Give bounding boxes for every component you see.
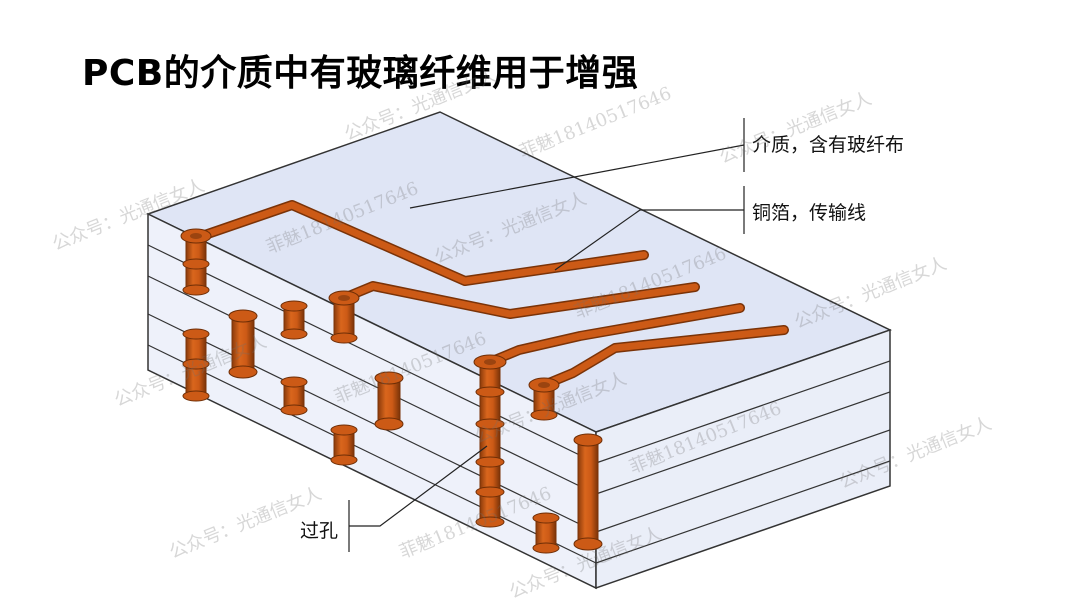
- leader-via: [349, 445, 488, 527]
- slide-title: PCB的介质中有玻璃纤维用于增强: [82, 53, 639, 94]
- leader-copper: [554, 209, 744, 271]
- leader-dielectric: [409, 144, 745, 209]
- via-c: [280, 300, 308, 416]
- label-dielectric: 介质，含有玻纤布: [752, 134, 905, 156]
- via-e: [374, 371, 404, 431]
- vias: [180, 228, 603, 554]
- via-g: [528, 377, 560, 554]
- copper-traces: [191, 200, 789, 390]
- via-f: [473, 354, 507, 528]
- via-h: [573, 433, 603, 551]
- via-b: [228, 309, 258, 379]
- dielectric-layer-lines: [147, 244, 891, 564]
- label-copper-foil: 铜箔，传输线: [752, 202, 867, 224]
- via-a: [180, 228, 212, 402]
- label-via: 过孔: [300, 520, 339, 542]
- leader-lines: [348, 118, 745, 552]
- via-d: [328, 290, 360, 466]
